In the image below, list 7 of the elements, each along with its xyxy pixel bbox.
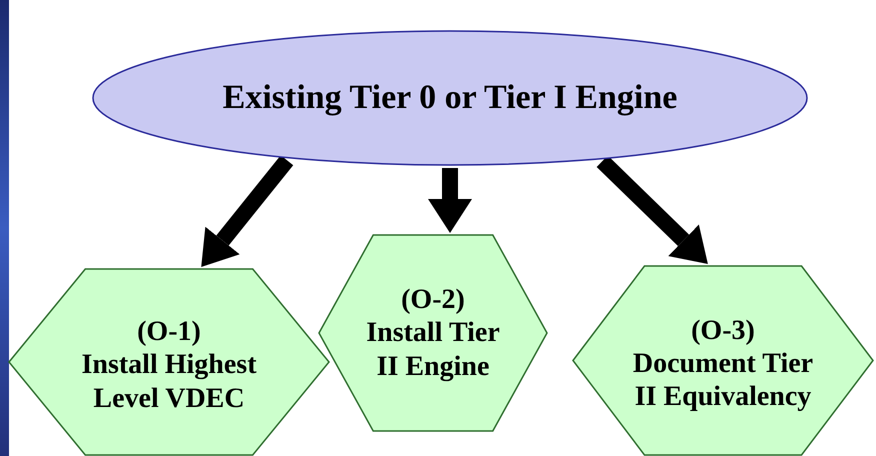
arrow	[428, 168, 472, 233]
option-label: (O-3) Document Tier II Equivalency	[632, 314, 814, 414]
start-label: Existing Tier 0 or Tier I Engine	[222, 78, 678, 118]
option-label: (O-1) Install Highest Level VDEC	[80, 315, 258, 415]
option-label: (O-2) Install Tier II Engine	[365, 283, 501, 383]
arrow	[596, 156, 708, 264]
arrow	[201, 155, 294, 267]
